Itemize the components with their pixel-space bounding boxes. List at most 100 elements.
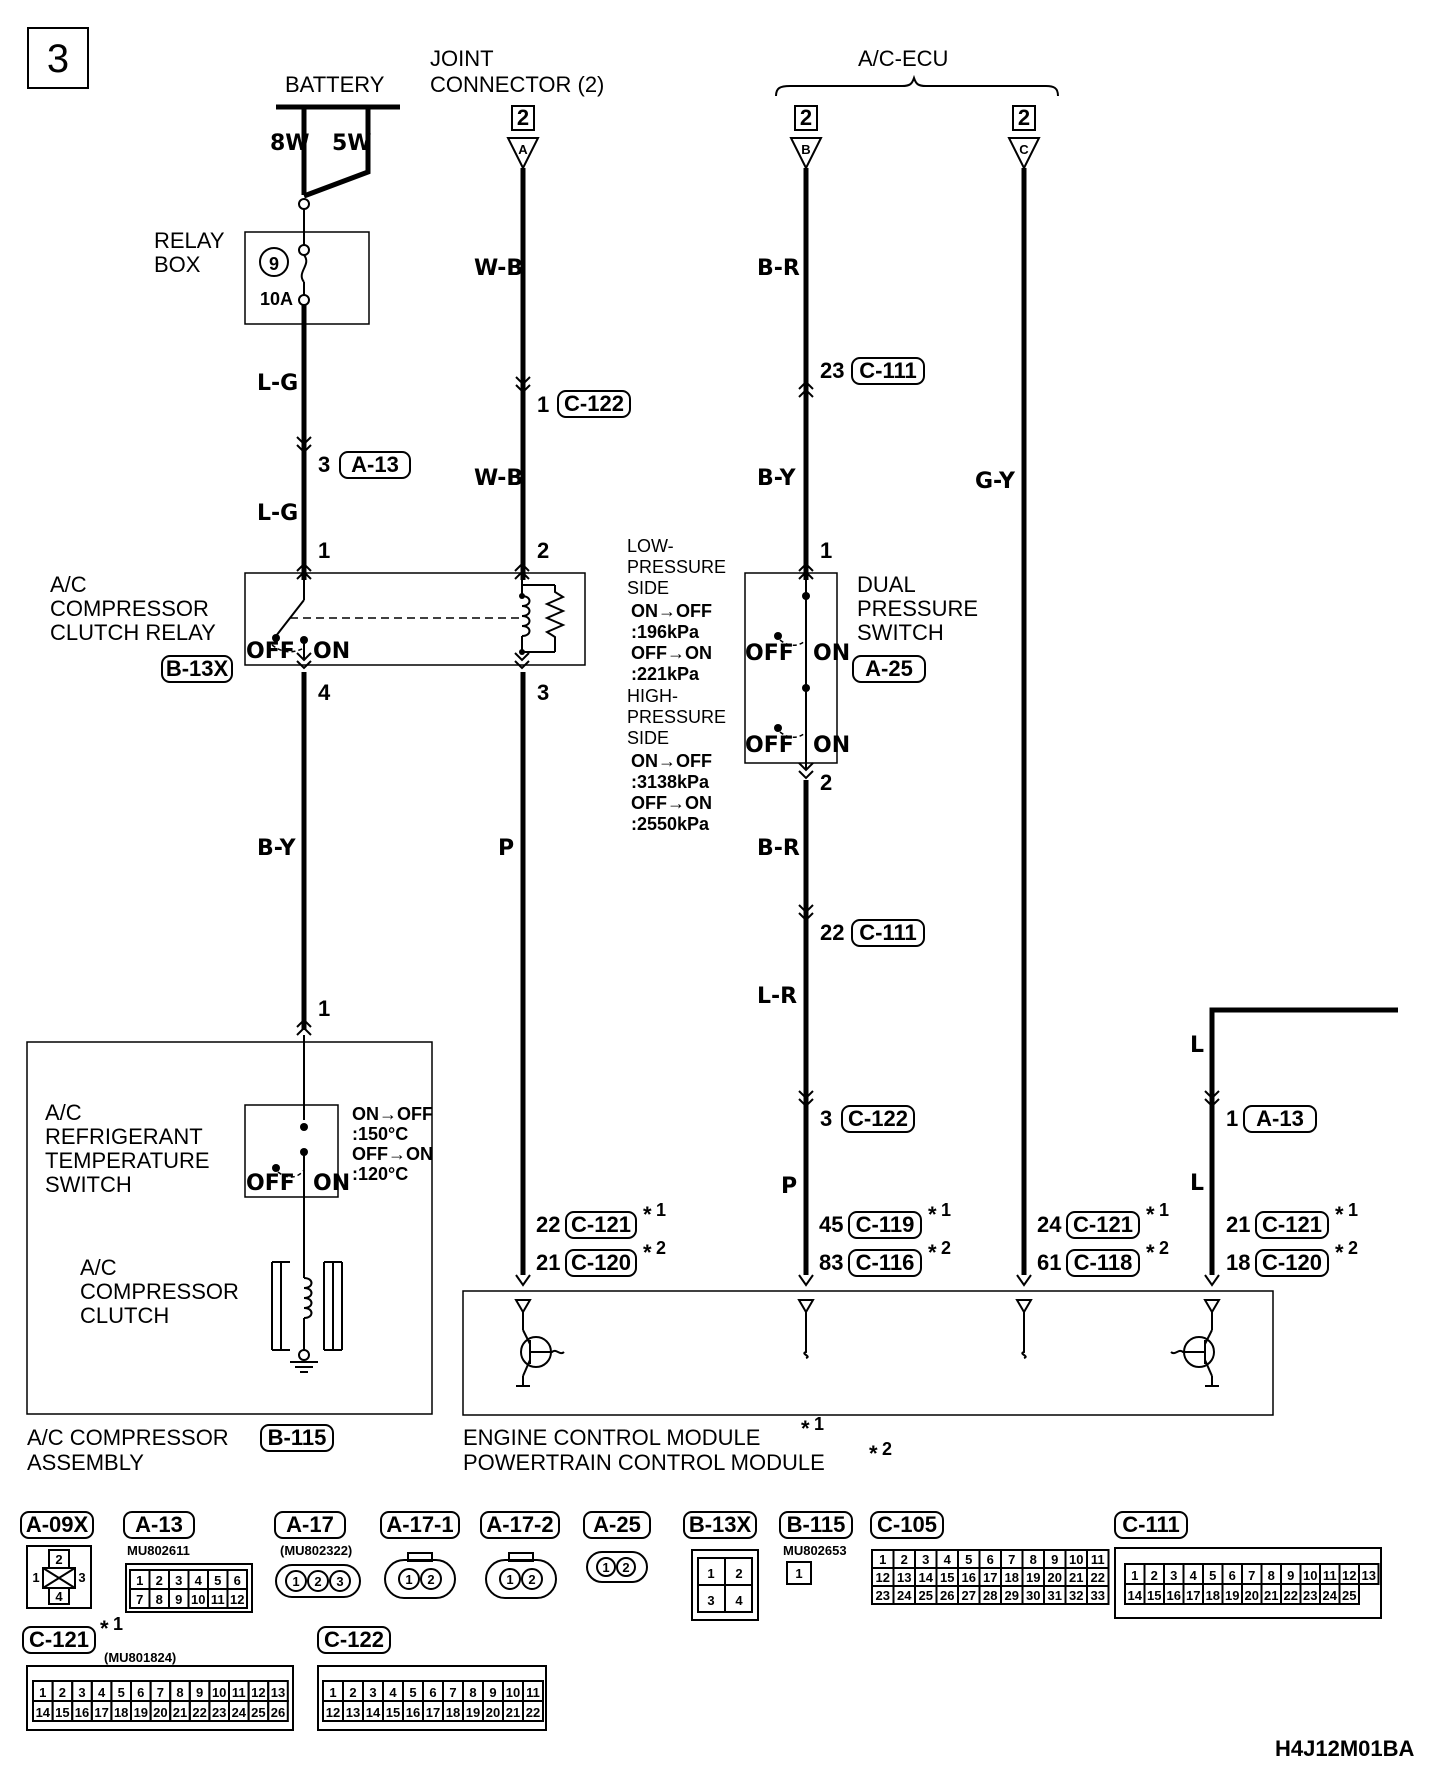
wire-8w-label: 8W xyxy=(270,131,310,156)
temp-note-2: :150°C xyxy=(352,1124,408,1144)
relay-box: RELAY BOX 9 10A xyxy=(154,198,370,325)
c111-pin-2: 2 xyxy=(1151,1568,1158,1583)
l-wire-feed: L 1 A-13 L 21 C-121 * 1 18 C-120 * 2 xyxy=(1190,1007,1398,1287)
c121-note-num: 1 xyxy=(113,1614,123,1634)
connector-a13-name: A-13 xyxy=(135,1512,183,1537)
pressure-note-0: LOW- xyxy=(627,536,674,556)
conn-tag-a25: A-25 xyxy=(865,656,913,681)
wire-wb-label-2: W-B xyxy=(474,466,523,491)
c122-pin-3: 3 xyxy=(369,1685,376,1700)
c105-pin-1: 1 xyxy=(879,1552,886,1567)
a13-pin-1: 1 xyxy=(136,1573,143,1588)
c111-pin-25: 25 xyxy=(1342,1588,1356,1603)
engine-control-module: ENGINE CONTROL MODULE * 1 POWERTRAIN CON… xyxy=(462,1290,1274,1475)
temp-switch-label-2: REFRIGERANT xyxy=(45,1124,203,1149)
dps-on-1: ON xyxy=(813,641,850,666)
conn-tag-c122-b: C-122 xyxy=(848,1106,908,1131)
relay-on-label: ON xyxy=(313,639,350,664)
pcm-star: * xyxy=(869,1441,878,1466)
c105-pin-13: 13 xyxy=(897,1570,911,1585)
dual-pressure-feed: 2 B B-R 23 C-111 B-Y 1 xyxy=(757,105,925,580)
wire-by-label-2: B-Y xyxy=(757,466,797,491)
connector-c122-name: C-122 xyxy=(324,1627,384,1652)
c111-cell xyxy=(1358,1563,1380,1585)
pressure-note-6: :221kPa xyxy=(631,664,700,684)
c111-pin-6: 6 xyxy=(1229,1568,1236,1583)
note-num-2a: 2 xyxy=(656,1238,666,1258)
connector-b115: B-115 MU802653 1 xyxy=(779,1511,853,1585)
c121-pin-18: 18 xyxy=(114,1705,128,1720)
connector-a17: A-17 (MU802322) 1 2 3 xyxy=(274,1511,361,1598)
c122-pin-7: 7 xyxy=(449,1685,456,1700)
c111-pin-5: 5 xyxy=(1209,1568,1216,1583)
conn-tag-c120-d: C-120 xyxy=(1262,1250,1322,1275)
pressure-note-9: SIDE xyxy=(627,728,669,748)
ref-letter-b: B xyxy=(801,142,810,157)
pressure-note-2: SIDE xyxy=(627,578,669,598)
note-num-2d: 2 xyxy=(1348,1238,1358,1258)
c122-pin-21: 21 xyxy=(506,1705,520,1720)
wire-l-label-1: L xyxy=(1190,1033,1204,1058)
a13-pin-4: 4 xyxy=(195,1573,203,1588)
c105-pin-22: 22 xyxy=(1091,1570,1105,1585)
c122-pin-2: 2 xyxy=(349,1685,356,1700)
pin-c121-22: 22 xyxy=(536,1212,560,1237)
c121-pin-17: 17 xyxy=(94,1705,108,1720)
connector-a13-sub: MU802611 xyxy=(127,1543,190,1558)
connector-a17-1-name: A-17-1 xyxy=(386,1512,453,1537)
c111-pin-3: 3 xyxy=(1170,1568,1177,1583)
c105-pin-16: 16 xyxy=(962,1570,976,1585)
c111-pin-18: 18 xyxy=(1206,1588,1220,1603)
pin-c121-24: 24 xyxy=(1037,1212,1062,1237)
note-star-2b: * xyxy=(928,1240,937,1265)
relay-label-1: A/C xyxy=(50,572,87,597)
wire-by-label-1: B-Y xyxy=(257,836,297,861)
wire-br-label-1: B-R xyxy=(757,256,800,281)
c121-pin-10: 10 xyxy=(212,1685,226,1700)
c105-pin-33: 33 xyxy=(1091,1588,1105,1603)
connector-c105-name: C-105 xyxy=(877,1512,937,1537)
dps-label-1: DUAL xyxy=(857,572,916,597)
ac-compressor-assembly: OFF ON A/C REFRIGERANT TEMPERATURE SWITC… xyxy=(26,1035,433,1475)
connector-a17-sub: (MU802322) xyxy=(280,1543,352,1558)
c121-pin-16: 16 xyxy=(75,1705,89,1720)
c122-pin-8: 8 xyxy=(469,1685,476,1700)
a17-pin-2: 2 xyxy=(314,1574,321,1589)
temp-switch-label-4: SWITCH xyxy=(45,1172,132,1197)
a17-pin-3: 3 xyxy=(336,1574,343,1589)
note-star-1a: * xyxy=(643,1202,652,1227)
c111-pin-16: 16 xyxy=(1167,1588,1181,1603)
c111-pin-15: 15 xyxy=(1147,1588,1161,1603)
a25-pin-2: 2 xyxy=(622,1560,629,1575)
c121-pin-2: 2 xyxy=(59,1685,66,1700)
pressure-note-5: OFF→ON xyxy=(631,643,712,663)
c105-pin-3: 3 xyxy=(922,1552,929,1567)
pin-c116-83: 83 xyxy=(819,1250,843,1275)
a09x-pin-4: 4 xyxy=(55,1589,63,1604)
c105-pin-23: 23 xyxy=(876,1588,890,1603)
pressure-note-8: PRESSURE xyxy=(627,707,726,727)
relay-label-3: CLUTCH RELAY xyxy=(50,620,216,645)
c105-pin-9: 9 xyxy=(1051,1552,1058,1567)
c105-pin-28: 28 xyxy=(983,1588,997,1603)
c121-pin-14: 14 xyxy=(36,1705,51,1720)
c121-pin-11: 11 xyxy=(232,1685,246,1700)
b115-pin-1: 1 xyxy=(795,1566,802,1581)
relay-box-label-2: BOX xyxy=(154,252,201,277)
b13x-pin-4: 4 xyxy=(735,1593,743,1608)
c121-pin-9: 9 xyxy=(196,1685,203,1700)
c111-pin-14: 14 xyxy=(1128,1588,1143,1603)
a17-2-pin-2: 2 xyxy=(528,1572,535,1587)
a25-pin-1: 1 xyxy=(602,1560,609,1575)
pin-c120-21: 21 xyxy=(536,1250,560,1275)
wire-lg-label-1: L-G xyxy=(257,371,298,396)
c111-pin-11: 11 xyxy=(1323,1568,1337,1583)
note-num-1b: 1 xyxy=(941,1200,951,1220)
joint-connector-label-2: CONNECTOR (2) xyxy=(430,72,604,97)
c121-pin-21: 21 xyxy=(173,1705,187,1720)
dps-off-1: OFF xyxy=(745,641,794,666)
assembly-label-2: ASSEMBLY xyxy=(27,1450,144,1475)
c105-pin-32: 32 xyxy=(1069,1588,1083,1603)
